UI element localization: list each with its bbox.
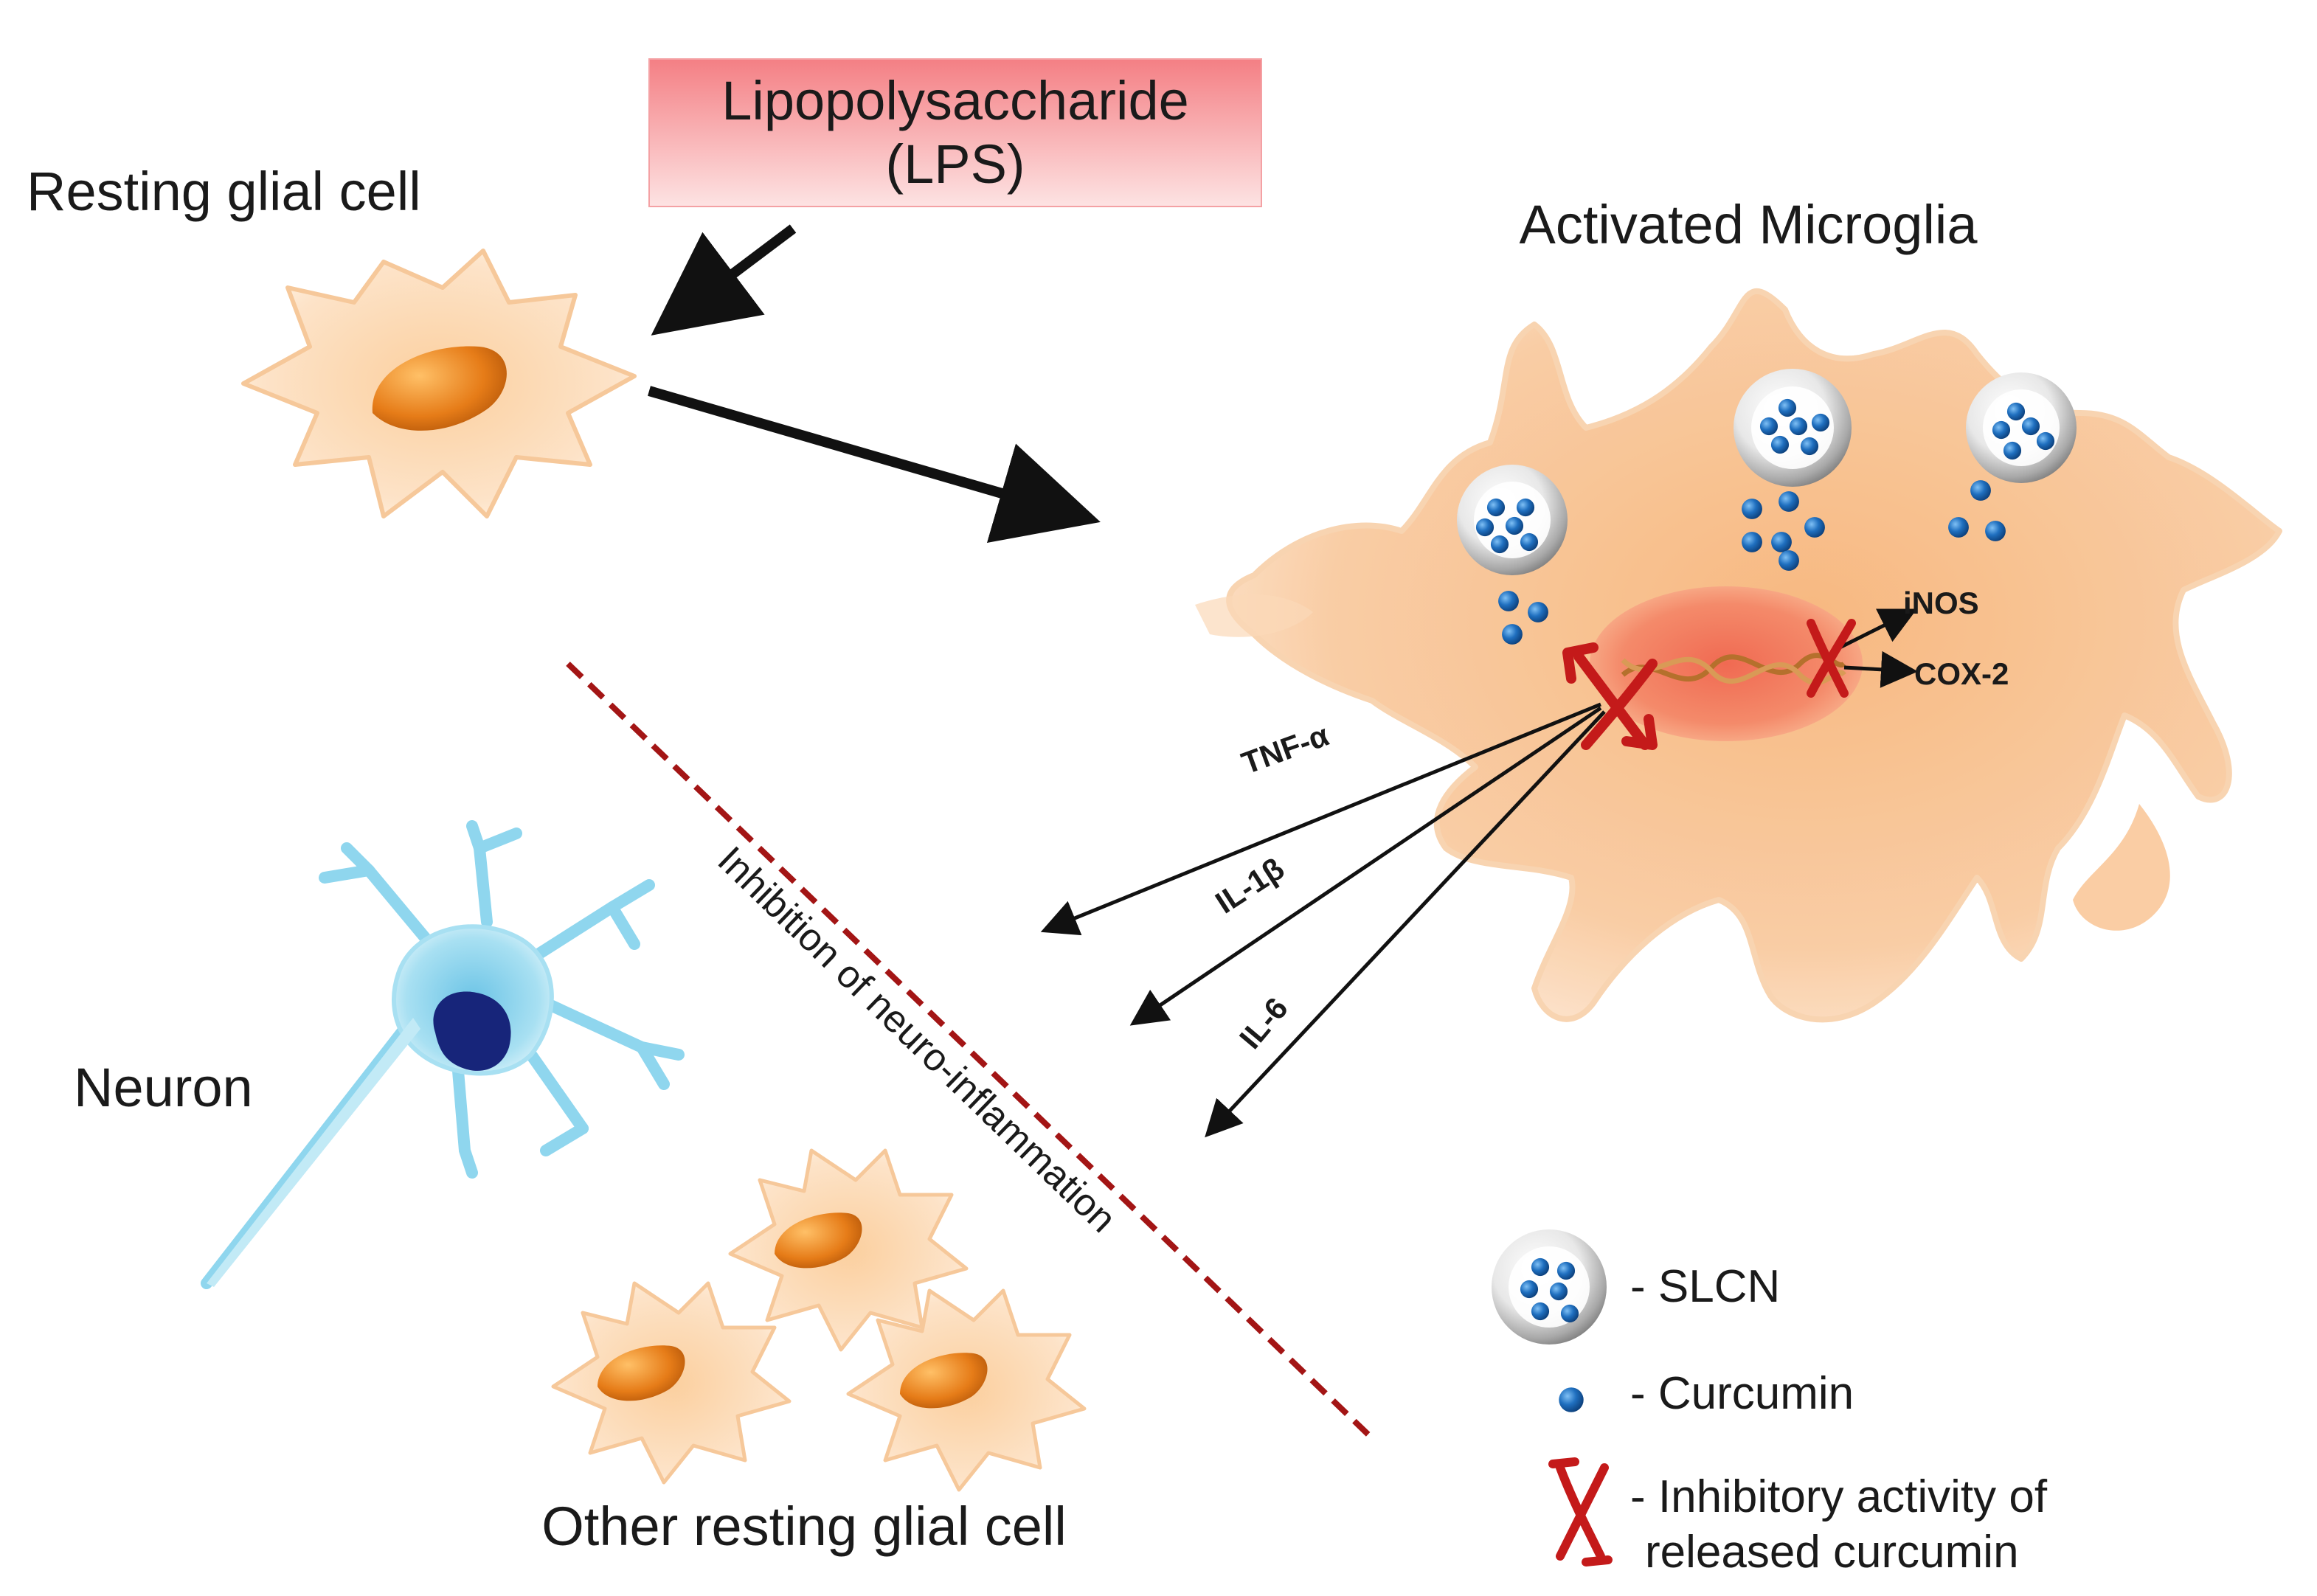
il-1b-arrow	[1129, 706, 1602, 1026]
other-glial-cell-2	[551, 1281, 792, 1485]
other-resting-glial-cell-label: Other resting glial cell	[541, 1496, 1067, 1557]
legend-inhibit-label-line2: released curcumin	[1645, 1527, 2019, 1578]
lps-box: Lipopolysaccharide (LPS)	[648, 58, 1262, 207]
legend-inhibit-label-line1: - Inhibitory activity of	[1630, 1471, 2048, 1522]
slcn-vesicle-2	[1734, 369, 1852, 487]
inos-arrow	[1835, 608, 1917, 651]
legend-inhibit-icon	[1548, 1457, 1613, 1566]
lps-title: Lipopolysaccharide	[721, 70, 1189, 131]
legend-slcn-icon	[1492, 1229, 1607, 1345]
inhibition-mark-nucleus	[1562, 642, 1658, 750]
neuron-label: Neuron	[74, 1057, 253, 1118]
resting-glial-cell	[241, 249, 637, 518]
glial-to-microglia-arrow	[648, 386, 1101, 543]
resting-glial-nucleus	[372, 346, 507, 431]
separator-dashed-line	[566, 662, 1374, 1440]
il-6-arrow	[1205, 710, 1606, 1138]
microglia-nucleus	[1590, 586, 1863, 741]
resting-glial-cell-label: Resting glial cell	[27, 161, 421, 222]
il-6-label: IL-6	[1233, 990, 1295, 1055]
il-1b-label: IL-1β	[1209, 850, 1290, 920]
lps-abbrev: (LPS)	[885, 133, 1025, 195]
legend-curcumin-icon	[1559, 1387, 1584, 1412]
legend: - SLCN - Curcumin - Inhibitory activity …	[1492, 1229, 2048, 1578]
slcn-vesicle-1	[1457, 465, 1568, 575]
cox2-label: COX-2	[1914, 656, 2009, 691]
cox2-arrow	[1843, 650, 1918, 688]
neuron-nucleus	[433, 991, 511, 1071]
neuron	[201, 820, 685, 1289]
activated-microglia-label: Activated Microglia	[1519, 194, 1978, 255]
legend-curcumin-label: - Curcumin	[1630, 1368, 1854, 1419]
inhibition-mark-enzymes	[1807, 619, 1856, 698]
tnf-alpha-label: TNF-α	[1237, 718, 1333, 781]
legend-slcn-label: - SLCN	[1630, 1261, 1780, 1312]
inhibition-label: Inhibition of neuro-inflammation	[710, 839, 1124, 1241]
tnf-alpha-arrow	[1040, 702, 1601, 936]
slcn-vesicle-3	[1966, 372, 2077, 483]
other-glial-cell-1	[728, 1148, 969, 1352]
inos-label: iNOS	[1903, 586, 1979, 620]
lps-to-glial-arrow	[651, 224, 797, 336]
other-glial-cell-3	[846, 1288, 1087, 1492]
